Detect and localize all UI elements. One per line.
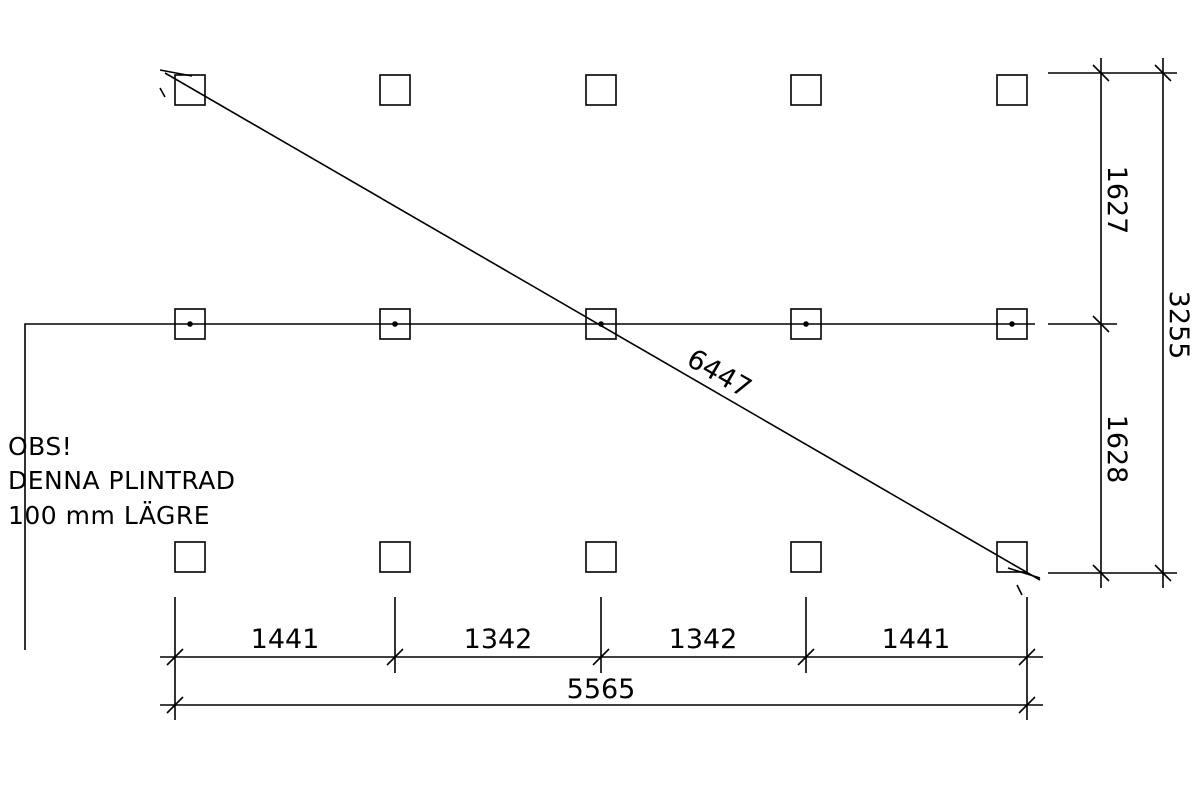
post-r1-c2 bbox=[379, 74, 411, 106]
tick-right-2 bbox=[1092, 315, 1110, 333]
tick-right-total-1 bbox=[1154, 64, 1172, 82]
row-dot-c2 bbox=[392, 321, 398, 327]
row-dot-c5 bbox=[1009, 321, 1015, 327]
right-dimensions: 1627 1628 3255 bbox=[1048, 58, 1194, 588]
post-r3-c1 bbox=[174, 541, 206, 573]
post-r3-c5 bbox=[996, 541, 1028, 573]
diagonal-line bbox=[164, 72, 1041, 581]
dim-label-right-seg-2: 1628 bbox=[1101, 415, 1132, 484]
diagonal-mark-start bbox=[159, 87, 166, 98]
post-r3-c2 bbox=[379, 541, 411, 573]
post-grid bbox=[174, 74, 1028, 573]
row-dot-c1 bbox=[187, 321, 193, 327]
tick-seg-3 bbox=[592, 648, 610, 666]
tick-seg-4 bbox=[797, 648, 815, 666]
tick-seg-2 bbox=[386, 648, 404, 666]
post-r1-c1 bbox=[174, 74, 206, 106]
diagonal-tick-end bbox=[1007, 567, 1041, 579]
dim-label-right-seg-1: 1627 bbox=[1101, 166, 1132, 235]
post-r3-c4 bbox=[790, 541, 822, 573]
dim-label-right-total: 3255 bbox=[1163, 291, 1194, 360]
tick-total-1 bbox=[166, 696, 184, 714]
post-r3-c3 bbox=[585, 541, 617, 573]
note-line-2: DENNA PLINTRAD bbox=[8, 466, 236, 495]
row-center-line bbox=[24, 323, 1035, 650]
tick-right-3 bbox=[1092, 564, 1110, 582]
tick-right-1 bbox=[1092, 64, 1110, 82]
diagonal-label: 6447 bbox=[681, 343, 756, 404]
tick-seg-5 bbox=[1018, 648, 1036, 666]
dim-label-seg-4: 1441 bbox=[882, 624, 951, 655]
note-line-3: 100 mm LÄGRE bbox=[8, 501, 210, 530]
tick-seg-1 bbox=[166, 648, 184, 666]
post-r1-c3 bbox=[585, 74, 617, 106]
tick-total-2 bbox=[1018, 696, 1036, 714]
diagonal-tick-start bbox=[159, 69, 193, 77]
post-r1-c4 bbox=[790, 74, 822, 106]
dim-label-total: 5565 bbox=[567, 674, 636, 705]
dim-label-seg-3: 1342 bbox=[669, 624, 738, 655]
bottom-dimensions: 1441 1342 1342 1441 5565 bbox=[160, 597, 1043, 720]
dim-label-seg-2: 1342 bbox=[464, 624, 533, 655]
lowered-row-leader bbox=[24, 321, 1035, 650]
row-dot-c4 bbox=[803, 321, 809, 327]
tick-right-total-2 bbox=[1154, 564, 1172, 582]
dim-label-seg-1: 1441 bbox=[251, 624, 320, 655]
lowered-row-note: OBS! DENNA PLINTRAD 100 mm LÄGRE bbox=[8, 432, 236, 530]
post-r1-c5 bbox=[996, 74, 1028, 106]
diagonal-mark-end bbox=[1016, 584, 1023, 596]
note-line-1: OBS! bbox=[8, 432, 72, 461]
diagonal-dimension: 6447 bbox=[159, 69, 1041, 596]
